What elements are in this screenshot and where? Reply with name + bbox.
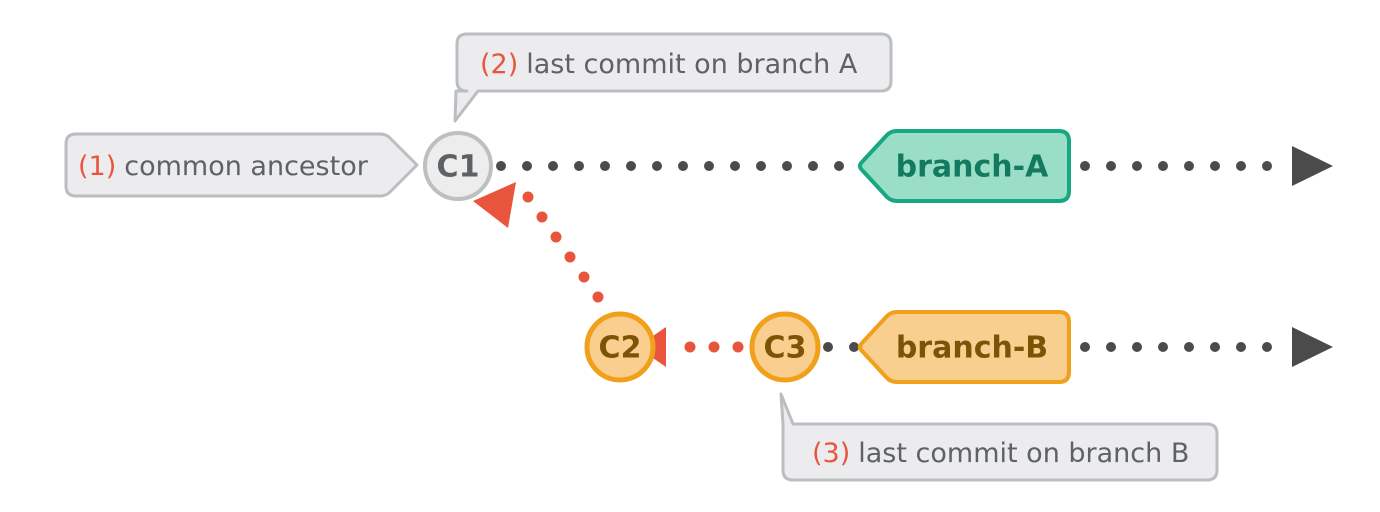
timeline-branch-a-arrowhead bbox=[1292, 146, 1333, 186]
callout-label-3: last commit on branch B bbox=[858, 438, 1189, 469]
commit-c3-label: C3 bbox=[764, 331, 807, 366]
callout-label-1: common ancestor bbox=[124, 151, 368, 182]
callout-label-2: last commit on branch A bbox=[526, 49, 858, 80]
callout-last-commit-a: (2) last commit on branch A bbox=[453, 32, 893, 123]
callout-common-ancestor: (1) common ancestor bbox=[64, 132, 419, 198]
commit-c2-label: C2 bbox=[599, 331, 642, 366]
commit-c2-circle[interactable] bbox=[584, 311, 656, 383]
commit-c3[interactable]: C3 bbox=[749, 311, 821, 383]
branch-tag-a-shape[interactable] bbox=[858, 129, 1071, 203]
commit-c2[interactable]: C2 bbox=[584, 311, 656, 383]
branch-tag-a-label: branch-A bbox=[896, 150, 1049, 185]
timeline-branch-a-dots-left bbox=[496, 161, 870, 171]
callout-common-ancestor-text: (1) common ancestor bbox=[78, 151, 369, 182]
branch-tag-a[interactable]: branch-A bbox=[858, 129, 1071, 203]
timeline-branch-b-dots-right bbox=[1080, 342, 1272, 352]
callout-number-1: (1) bbox=[78, 151, 116, 182]
callout-common-ancestor-bubble bbox=[64, 132, 419, 198]
timeline-branch-b-dots-left bbox=[823, 342, 859, 352]
branch-tag-b-shape[interactable] bbox=[858, 310, 1071, 384]
merge-link-c2-to-c1 bbox=[473, 182, 604, 303]
callout-number-2: (2) bbox=[480, 49, 518, 80]
callout-last-commit-a-text: (2) last commit on branch A bbox=[480, 49, 858, 80]
callout-number-3: (3) bbox=[812, 438, 850, 469]
commit-c1-label: C1 bbox=[437, 150, 480, 185]
timeline-branch-a-dots-right bbox=[1080, 161, 1272, 171]
timeline-branch-b bbox=[823, 327, 1333, 367]
callout-last-commit-a-bubble bbox=[453, 32, 893, 123]
callout-last-commit-b: (3) last commit on branch B bbox=[779, 392, 1219, 482]
timeline-branch-b-arrowhead bbox=[1292, 327, 1333, 367]
branch-tag-b-label: branch-B bbox=[896, 331, 1048, 366]
callout-last-commit-b-text: (3) last commit on branch B bbox=[812, 438, 1189, 469]
commit-c3-circle[interactable] bbox=[749, 311, 821, 383]
commit-c1-circle[interactable] bbox=[423, 131, 493, 201]
merge-link-arrowhead bbox=[473, 182, 516, 228]
callout-last-commit-b-bubble bbox=[779, 392, 1219, 482]
branch-tag-b[interactable]: branch-B bbox=[858, 310, 1071, 384]
commit-c1[interactable]: C1 bbox=[423, 131, 493, 201]
